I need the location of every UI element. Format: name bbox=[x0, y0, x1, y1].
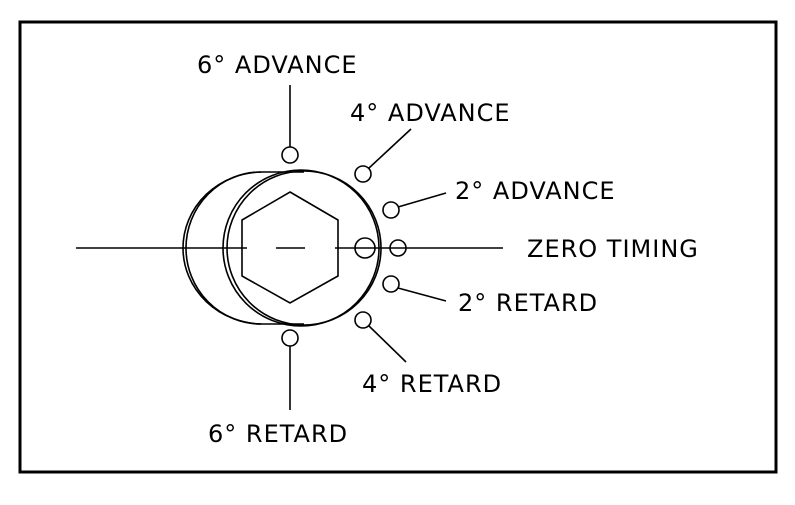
mark-ret6 bbox=[281, 329, 299, 347]
mark-adv2 bbox=[382, 201, 400, 219]
mark-adv6 bbox=[281, 146, 299, 164]
label-ret2: 2° RETARD bbox=[458, 289, 598, 317]
leader-adv4 bbox=[368, 128, 412, 169]
main-circle bbox=[226, 170, 382, 326]
frame-border bbox=[18, 20, 778, 474]
label-adv6: 6° ADVANCE bbox=[197, 51, 358, 79]
label-ret4: 4° RETARD bbox=[362, 370, 502, 398]
label-ret6: 6° RETARD bbox=[208, 420, 348, 448]
leader-adv2 bbox=[397, 192, 447, 208]
mark-ret4 bbox=[354, 311, 372, 329]
label-adv2: 2° ADVANCE bbox=[455, 177, 616, 205]
mark-ret2 bbox=[382, 275, 400, 293]
label-zero-timing: ZERO TIMING bbox=[527, 235, 699, 263]
middle-arc bbox=[185, 171, 262, 325]
mark-zero bbox=[389, 239, 407, 257]
mark-adv4 bbox=[354, 165, 372, 183]
mark-zero-inner bbox=[354, 237, 376, 259]
hexagon-bolt bbox=[241, 191, 339, 304]
main-circle-outer bbox=[222, 169, 380, 327]
leader-ret2 bbox=[397, 287, 447, 302]
leader-ret4 bbox=[368, 325, 407, 363]
label-adv4: 4° ADVANCE bbox=[350, 99, 511, 127]
